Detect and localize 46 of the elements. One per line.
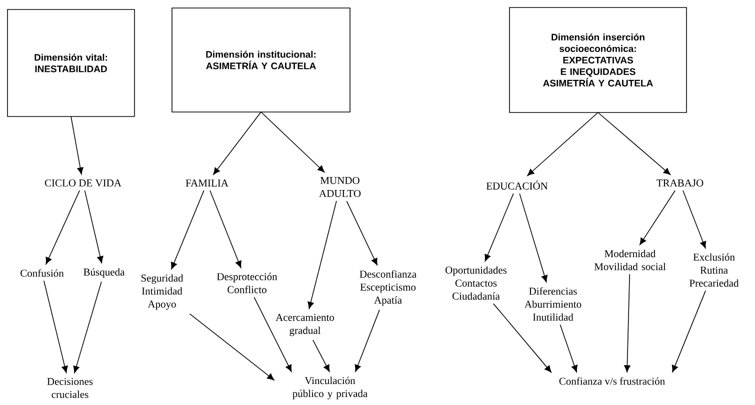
dimension-box: Dimensión inserción socioeconómica: EXPECTATIVAS E INEQUIDADES ASIMETRÍA Y CAUTELA	[509, 7, 687, 113]
arrow	[70, 116, 84, 174]
arrow	[312, 340, 330, 372]
concept-label: MUNDO ADULTO	[319, 176, 361, 198]
arrow	[527, 112, 598, 176]
arrow	[493, 303, 552, 373]
concept-label: TRABAJO	[656, 179, 704, 187]
arrow	[624, 274, 630, 372]
arrow	[484, 193, 514, 262]
arrow	[189, 313, 274, 380]
concept-label: Confusión	[20, 269, 64, 277]
concept-label: Exclusión Rutina Precariedad	[690, 253, 739, 287]
concept-label: Confianza v/s frustración	[559, 377, 665, 385]
dimension-box: Dimensión vital: INESTABILIDAD	[7, 9, 135, 117]
arrow	[46, 190, 80, 264]
dimension-box: Dimensión institucional: ASIMETRÍA Y CAUTELA	[172, 8, 350, 112]
concept-label: Oportunidades Contactos Ciudadanía	[446, 266, 507, 300]
arrow	[44, 280, 68, 373]
arrow	[598, 112, 671, 175]
concept-label: Seguridad Intimidad Apoyo	[141, 274, 184, 310]
arrow	[560, 324, 578, 372]
arrow	[73, 281, 102, 373]
arrow	[672, 290, 706, 372]
concept-label: CICLO DE VIDA	[44, 179, 122, 187]
concept-label: Desprotección Conflicto	[216, 272, 278, 294]
arrow	[519, 193, 548, 282]
arrow	[170, 190, 204, 270]
concept-label: Modernidad Movilidad social	[594, 250, 666, 270]
concept-label: Decisiones cruciales	[47, 378, 93, 398]
arrow	[640, 190, 676, 245]
concept-label: Búsqueda	[84, 268, 125, 278]
arrow	[210, 190, 242, 268]
concept-label: Vinculación público y privada	[292, 376, 368, 400]
arrow	[254, 296, 292, 372]
concept-label: Acercamiento gradual	[276, 314, 334, 336]
concept-label: Desconfianza Escepticismo Apatía	[360, 270, 416, 306]
arrow	[354, 309, 380, 372]
arrow	[260, 112, 325, 172]
concept-label: FAMILIA	[186, 180, 228, 186]
concept-label: EDUCACIÓN	[486, 180, 548, 190]
concept-label: Diferencias Aburrimiento Inutilidad	[524, 287, 582, 321]
arrow	[682, 190, 706, 248]
arrow	[84, 190, 104, 264]
arrow	[308, 200, 337, 309]
arrow	[213, 112, 262, 175]
arrow	[346, 200, 378, 266]
